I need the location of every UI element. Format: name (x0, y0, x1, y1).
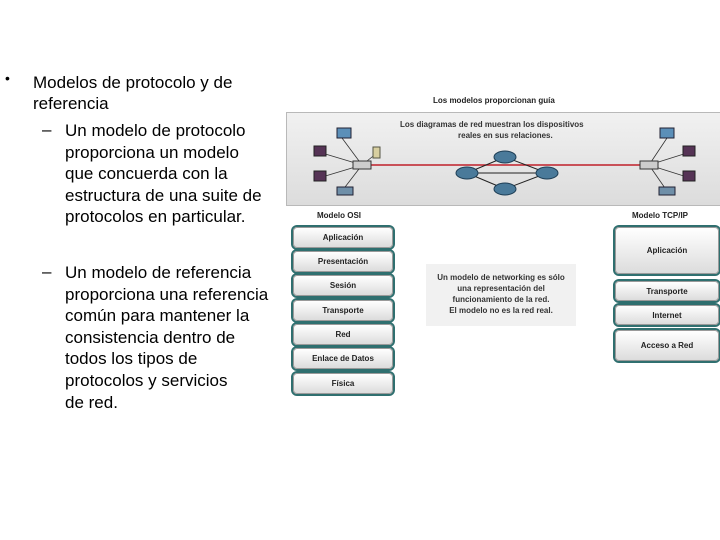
router-icon (455, 150, 559, 196)
switch-icon (352, 160, 372, 170)
figure-title: Los modelos proporcionan guía (433, 96, 555, 105)
main-bullet: Modelos de protocolo y de referencia (33, 72, 278, 114)
tcpip-layer-acceso-red: Acceso a Red (615, 330, 719, 361)
osi-model-label: Modelo OSI (317, 211, 361, 220)
tcpip-layer-transporte: Transporte (615, 281, 719, 301)
model-note: Un modelo de networking es sólo una repr… (426, 264, 576, 326)
network-caption: Los diagramas de red muestran los dispos… (400, 119, 630, 141)
sub-bullet-line: protocolos y servicios (65, 370, 228, 390)
osi-layer-transporte: Transporte (293, 300, 393, 321)
sub-bullet-line: común para mantener la (65, 306, 250, 326)
sub-bullet-line: estructura de una suite de (65, 185, 262, 205)
tcpip-layer-internet: Internet (615, 305, 719, 325)
sub-bullet-line: Un modelo de referencia (65, 263, 252, 282)
sub-bullet-line: consistencia dentro de (65, 327, 236, 347)
network-diagram (313, 127, 696, 196)
sub-bullet-line: Un modelo de protocolo (65, 121, 246, 140)
network-caption-line: Los diagramas de red muestran los dispos… (400, 120, 584, 129)
sub-bullet-protocol: Un modelo de protocolo proporciona un mo… (65, 120, 287, 228)
computer-icon (313, 127, 381, 196)
computer-icon (658, 127, 696, 196)
osi-layer-fisica: Física (293, 373, 393, 394)
switch-icon (639, 160, 659, 170)
sub-bullet-line: proporciona un modelo (65, 142, 239, 162)
sub-bullet-line: de red. (65, 392, 118, 412)
sub-bullet-line: todos los tipos de (65, 349, 198, 369)
sub-bullet-line: que concuerda con la (65, 164, 228, 184)
dash-icon: – (42, 120, 52, 139)
sub-bullet-line: proporciona una referencia (65, 284, 269, 304)
sub-bullet-line: protocolos en particular. (65, 207, 246, 227)
tcpip-layer-aplicacion: Aplicación (615, 227, 719, 274)
note-line: Un modelo de networking es sólo (437, 273, 565, 282)
osi-layer-sesion: Sesión (293, 275, 393, 296)
dash-icon: – (42, 262, 52, 281)
main-bullet-line: referencia (33, 94, 109, 113)
note-line: funcionamiento de la red. (452, 295, 550, 304)
bullet-icon: • (5, 70, 10, 86)
sub-bullet-reference: Un modelo de referencia proporciona una … (65, 262, 295, 413)
osi-layer-red: Red (293, 324, 393, 345)
main-bullet-line: Modelos de protocolo y de (33, 73, 233, 92)
network-caption-line: reales en sus relaciones. (458, 131, 553, 140)
tcpip-model-label: Modelo TCP/IP (632, 211, 688, 220)
note-line: una representación del (457, 284, 545, 293)
osi-layer-presentacion: Presentación (293, 251, 393, 272)
osi-layer-enlace-datos: Enlace de Datos (293, 348, 393, 369)
models-figure: Los modelos proporcionan guía (284, 92, 720, 400)
osi-layer-aplicacion: Aplicación (293, 227, 393, 248)
note-line: El modelo no es la red real. (449, 306, 553, 315)
network-diagram-panel: Los diagramas de red muestran los dispos… (286, 112, 720, 206)
